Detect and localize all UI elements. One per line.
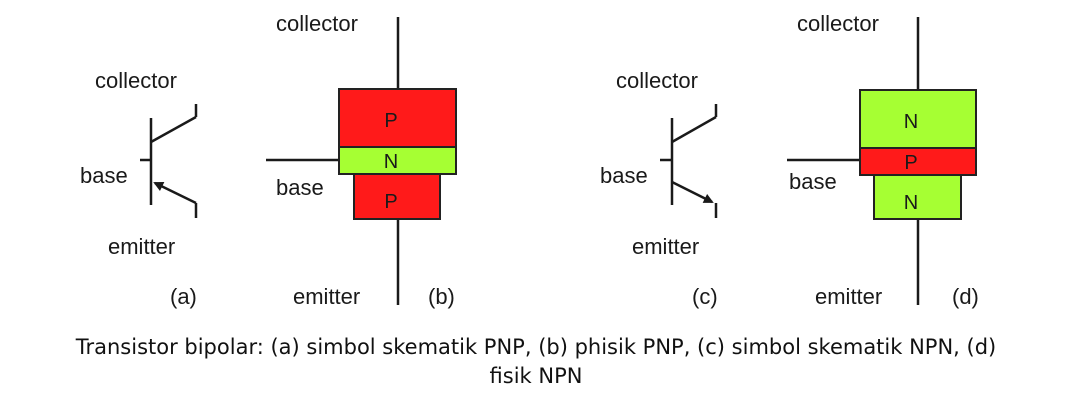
emitter-arrow-inward — [153, 181, 197, 205]
layer-letter: N — [384, 151, 398, 173]
collector-lead — [671, 115, 717, 144]
panel-tag: (b) — [428, 284, 455, 309]
emitter-label: emitter — [108, 234, 175, 259]
collector-label: collector — [797, 11, 879, 36]
collector-lead — [150, 115, 197, 144]
npn-schematic-symbol: collector base emitter (c) — [600, 68, 718, 309]
collector-label: collector — [95, 68, 177, 93]
p-layer-emitter — [353, 173, 441, 220]
caption-line-1: Transistor bipolar: (a) simbol skematik … — [75, 335, 997, 359]
figure-caption: Transistor bipolar: (a) simbol skematik … — [0, 333, 1072, 391]
pnp-schematic-symbol: collector base emitter (a) — [80, 68, 198, 309]
n-layer-emitter — [873, 174, 962, 220]
transistor-diagram: collector base emitter (a) collector P N… — [80, 11, 979, 309]
emitter-label: emitter — [293, 284, 360, 309]
layer-letter: N — [904, 192, 918, 214]
layer-letter: N — [904, 111, 918, 133]
n-layer-collector — [859, 89, 977, 149]
base-label: base — [80, 163, 128, 188]
layer-letter: P — [384, 110, 397, 132]
emitter-label: emitter — [815, 284, 882, 309]
n-layer-base — [338, 146, 457, 175]
base-label: base — [600, 163, 648, 188]
base-label: base — [789, 169, 837, 194]
caption-line-2: fisik NPN — [489, 364, 583, 388]
panel-tag: (a) — [170, 284, 197, 309]
collector-label: collector — [276, 11, 358, 36]
layer-letter: P — [904, 152, 917, 174]
base-label: base — [276, 175, 324, 200]
emitter-arrow-outward — [671, 180, 714, 204]
layer-letter: P — [384, 191, 397, 213]
panel-tag: (c) — [692, 284, 718, 309]
p-layer-base — [859, 147, 977, 176]
panel-tag: (d) — [952, 284, 979, 309]
npn-physical-structure: collector N P N base emitter (d) — [787, 11, 979, 309]
pnp-physical-structure: collector P N P base emitter (b) — [266, 11, 457, 309]
collector-label: collector — [616, 68, 698, 93]
emitter-label: emitter — [632, 234, 699, 259]
